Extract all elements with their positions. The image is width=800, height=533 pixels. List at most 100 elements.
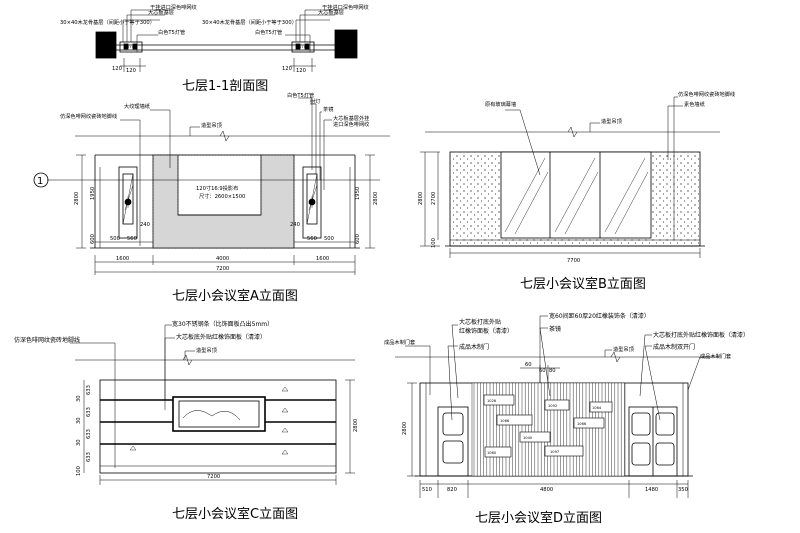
elevation-b-dim-v: 100 — [431, 238, 437, 248]
axis-marker-1 — [33, 172, 49, 188]
elevation-a-label-spot: 射灯 — [310, 97, 320, 105]
elevation-a-dim-v: 1950 — [90, 187, 96, 200]
elevation-c-dim-v: 30 — [76, 395, 82, 402]
elevation-a-label-skirting: 仿深色啡网纹瓷砖地脚线 — [60, 112, 117, 120]
section-right-pilaster — [291, 41, 315, 53]
elevation-a-title: 七层小会议室A立面图 — [172, 288, 298, 304]
elevation-a-screen-label: 120寸16:9投影布 — [196, 184, 238, 192]
elevation-a-dim-v: 2800 — [74, 192, 80, 205]
elevation-d-label-slats: 宽60间距60厚20红橡装饰条（清漆） — [549, 312, 650, 320]
elevation-a-small-dim: 240 — [290, 222, 300, 228]
elevation-b-glass-wall — [500, 151, 652, 239]
elevation-a-dim-v: 600 — [90, 234, 96, 244]
elevation-d-dim-top: 60 — [525, 362, 532, 368]
elevation-c-dim-total: 7200 — [207, 474, 220, 480]
section-left-column — [95, 31, 117, 59]
elevation-d-dim-h: 510 — [422, 487, 432, 493]
elevation-a-right-pilaster — [302, 166, 322, 239]
elevation-d-label-door-frame-left: 成品木制门套 — [384, 338, 416, 346]
elevation-d-label-panel-2: 红橡饰面板（清漆） — [459, 327, 513, 335]
section-right-column — [334, 29, 358, 59]
elevation-b-dim-v: 2700 — [431, 192, 437, 205]
elevation-a-label-t5: 白色T5灯管 — [287, 91, 314, 99]
elevation-a — [33, 97, 390, 275]
section-label-right-3: 30×40木龙骨基层（间距小于等于300） — [202, 18, 297, 26]
elevation-b-dim-v: 2800 — [418, 192, 424, 205]
elevation-d-mirror-shelves — [483, 394, 613, 458]
section-title: 七层1-1剖面图 — [182, 79, 268, 94]
elevation-c-label-panel: 大芯板底外贴红橡饰面板（清漆） — [176, 333, 266, 341]
section-1-1 — [95, 9, 358, 72]
elevation-c-dim-v: 633 — [86, 407, 92, 417]
elevation-d-label-right-panel: 大芯板打底外贴红橡饰面板（清漆） — [653, 331, 749, 339]
elevation-d-shelf-dim: 1066 — [500, 419, 510, 423]
elevation-a-dim-v: 2800 — [373, 192, 379, 205]
elevation-c-title: 七层小会议室C立面图 — [172, 506, 298, 522]
elevation-d — [395, 315, 720, 498]
elevation-a-dim-total: 7200 — [216, 266, 229, 272]
elevation-a-small-dim: 500 — [324, 236, 334, 242]
elevation-d-shelf-dim: 1040 — [523, 436, 533, 440]
elevation-c-dim-v: 30 — [76, 417, 82, 424]
elevation-a-small-dim: 500 — [110, 236, 120, 242]
elevation-d-shelf-dim: 1066 — [577, 422, 587, 426]
elevation-d-dim-h: 4800 — [540, 487, 553, 493]
section-dim: 120 — [296, 68, 306, 74]
elevation-d-left-door — [425, 383, 469, 477]
elevation-b-title: 七层小会议室B立面图 — [520, 276, 646, 292]
elevation-d-dim-h: 820 — [447, 487, 457, 493]
elevation-b-label-wallpaper: 素色墙纸 — [684, 100, 705, 108]
elevation-a-small-dim: 560 — [307, 236, 317, 242]
elevation-d-title: 七层小会议室D立面图 — [475, 510, 602, 526]
elevation-b-label-skirting: 仿深色啡网纹瓷砖地脚线 — [678, 90, 735, 98]
elevation-c — [70, 324, 355, 485]
elevation-d-dim-h: 350 — [678, 487, 688, 493]
elevation-a-small-dim: 240 — [140, 222, 150, 228]
section-label-right-2: 大芯板基层 — [318, 8, 344, 16]
section-label-left-2: 大芯板基层 — [148, 8, 174, 16]
elevation-b-label-glass: 原有玻璃幕墙 — [485, 100, 516, 108]
elevation-a-small-dim: 560 — [127, 236, 137, 242]
section-label-left-1: 干挂进口深色啡网纹 — [150, 3, 198, 11]
section-label-right-1: 干挂进口深色啡网纹 — [322, 3, 370, 11]
elevation-c-dim-v: 633 — [86, 452, 92, 462]
elevation-d-label-double-door: 成品木制双开门 — [653, 343, 695, 351]
elevation-b-label-ceiling: 造型吊顶 — [601, 117, 622, 125]
elevation-d-shelf-dim: 1097 — [550, 450, 559, 454]
elevation-a-left-pilaster — [118, 166, 138, 239]
elevation-c-label-ceiling: 造型吊顶 — [196, 346, 217, 354]
elevation-d-label-door: 成品木制门 — [459, 343, 489, 351]
elevation-d-dim-h: 1480 — [645, 487, 658, 493]
elevation-a-label-ceiling: 造型吊顶 — [201, 121, 222, 129]
section-label-left-3: 30×40木龙骨基层（间距小于等于300） — [60, 18, 155, 26]
elevation-c-label-skirting: 仿深色啡网纹瓷砖地脚线 — [14, 336, 80, 344]
elevation-c-dim-v: 633 — [86, 385, 92, 395]
elevation-d-right-double-door — [628, 383, 684, 477]
elevation-c-dim-total-v: 2800 — [353, 419, 359, 432]
section-left-pilaster — [119, 41, 143, 53]
section-label-left-4: 白色T5灯管 — [158, 28, 185, 36]
elevation-a-label-mirror: 茶镜 — [323, 105, 333, 113]
elevation-d-label-door-frame-right: 成品木制门套 — [700, 352, 732, 360]
elevation-b-dim-total: 7700 — [567, 258, 580, 264]
elevation-a-dim-h: 1600 — [116, 256, 129, 262]
elevation-a-dim-h: 1600 — [316, 256, 329, 262]
elevation-c-dim-v: 30 — [76, 439, 82, 446]
elevation-a-dim-h: 4000 — [216, 256, 229, 262]
axis-marker-1-label: 1 — [37, 176, 43, 187]
elevation-d-label-mirror: 茶镜 — [549, 325, 561, 333]
elevation-a-label-stone: 进口深色啡网纹 — [333, 120, 370, 128]
elevation-d-label-ceiling: 造型吊顶 — [613, 345, 634, 353]
elevation-d-dim-v: 2800 — [402, 422, 408, 435]
elevation-b — [420, 96, 720, 258]
elevation-a-label-wallpaper: 大纹理墙纸 — [124, 102, 150, 110]
section-dim: 120 — [112, 66, 122, 72]
elevation-c-dim-v: 100 — [76, 466, 82, 476]
elevation-c-artwork — [172, 396, 266, 432]
elevation-d-shelf-dim: 1060 — [487, 451, 497, 455]
elevation-d-dim-top: 80 — [549, 368, 556, 374]
elevation-a-tv-wall — [152, 154, 295, 249]
section-dim: 120 — [126, 68, 136, 74]
elevation-a-dim-v: 1950 — [355, 187, 361, 200]
